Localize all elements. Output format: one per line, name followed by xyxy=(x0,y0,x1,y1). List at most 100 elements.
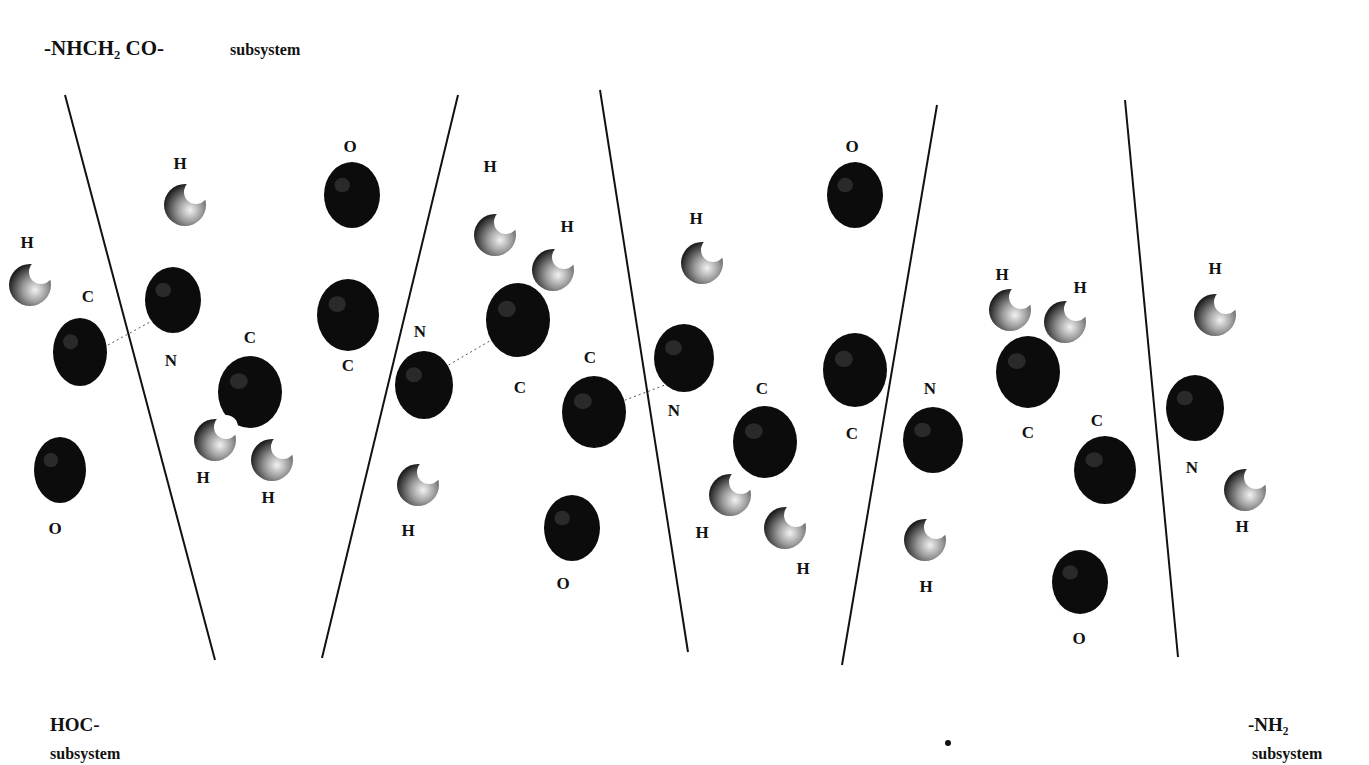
atom-sphere xyxy=(145,267,201,333)
atom-label: O xyxy=(845,138,858,155)
atom-label: C xyxy=(846,425,858,442)
atom-shade xyxy=(554,511,570,526)
atom-shade xyxy=(334,178,350,193)
atom-shade xyxy=(574,393,592,409)
atom-label: C xyxy=(342,357,354,374)
subsystem-label: subsystem xyxy=(230,42,300,58)
atom-label: H xyxy=(1208,260,1221,277)
hydrogen-sphere xyxy=(1194,290,1238,336)
atom-sphere xyxy=(654,324,714,392)
atom-shade xyxy=(745,423,763,439)
atom-sphere xyxy=(53,318,107,386)
atom-label: O xyxy=(48,520,61,537)
atom-label: N xyxy=(924,380,936,397)
hydrogen-notch xyxy=(417,460,441,484)
atom-label: C xyxy=(82,288,94,305)
atom-label: H xyxy=(401,522,414,539)
atom-body xyxy=(145,267,201,333)
atom-body xyxy=(823,333,887,407)
atom-label: O xyxy=(1072,630,1085,647)
atom-shade xyxy=(1085,452,1102,467)
atom-body xyxy=(1074,436,1136,504)
hydrogen-notch xyxy=(784,503,808,527)
atom-body xyxy=(903,407,963,473)
atom-label: O xyxy=(343,138,356,155)
hydrogen-sphere xyxy=(1044,297,1088,343)
atom-sphere xyxy=(903,407,963,473)
atom-body xyxy=(317,279,379,351)
hydrogen-notch xyxy=(729,470,753,494)
atom-sphere xyxy=(544,495,600,561)
atom-label: N xyxy=(414,323,426,340)
hydrogen-sphere xyxy=(9,260,53,306)
hydrogen-notch xyxy=(184,180,208,204)
atom-sphere xyxy=(1052,550,1108,614)
atom-shade xyxy=(406,367,422,382)
subsystem-label: subsystem xyxy=(1252,746,1322,762)
atom-sphere xyxy=(1074,436,1136,504)
atom-label: H xyxy=(995,266,1008,283)
subsystem-label: -NHCH₂ CO- xyxy=(44,38,164,59)
atom-label: C xyxy=(1022,424,1034,441)
atom-label: H xyxy=(560,218,573,235)
atom-label: H xyxy=(1073,279,1086,296)
atom-label: H xyxy=(20,234,33,251)
atom-label: H xyxy=(1235,518,1248,535)
atom-sphere xyxy=(996,336,1060,408)
atom-shade xyxy=(155,283,171,298)
atom-body xyxy=(53,318,107,386)
atom-sphere xyxy=(34,437,86,503)
hydrogen-notch xyxy=(1064,297,1088,321)
atom-label: H xyxy=(796,560,809,577)
atom-label: C xyxy=(584,349,596,366)
hydrogen-notch xyxy=(271,435,295,459)
atom-shade xyxy=(835,351,853,367)
atom-shade xyxy=(328,296,345,312)
hydrogen-sphere xyxy=(989,285,1033,331)
atom-body xyxy=(562,376,626,448)
atom-shade xyxy=(1177,391,1193,406)
atom-shade xyxy=(837,178,853,193)
hydrogen-sphere xyxy=(251,435,295,481)
hydrogen-sphere xyxy=(397,460,441,506)
atom-shade xyxy=(63,334,78,349)
heavy-atoms xyxy=(34,162,1224,614)
atom-label: C xyxy=(1091,412,1103,429)
hydrogen-sphere xyxy=(532,245,576,291)
subsystem-label: -NH₂ xyxy=(1248,715,1289,734)
hydrogen-notch xyxy=(1244,465,1268,489)
partition-lines xyxy=(65,90,1178,665)
atom-sphere xyxy=(733,406,797,478)
hydrogen-notch xyxy=(552,245,576,269)
atom-label: N xyxy=(668,402,680,419)
hydrogen-notch xyxy=(1009,285,1033,309)
atom-label: H xyxy=(173,155,186,172)
hydrogen-sphere xyxy=(681,238,725,284)
atom-shade xyxy=(230,373,248,389)
atom-body xyxy=(324,162,380,228)
atom-shade xyxy=(1062,565,1078,579)
atom-sphere xyxy=(823,333,887,407)
atom-body xyxy=(34,437,86,503)
atom-sphere xyxy=(486,283,550,357)
atom-label: H xyxy=(483,158,496,175)
atom-label: H xyxy=(695,524,708,541)
atom-sphere xyxy=(827,162,883,228)
atom-label: C xyxy=(514,379,526,396)
atom-body xyxy=(486,283,550,357)
atom-label: H xyxy=(689,210,702,227)
atom-label: N xyxy=(165,352,177,369)
atom-shade xyxy=(665,340,682,355)
hydrogen-sphere xyxy=(904,515,948,561)
atom-body xyxy=(544,495,600,561)
atom-shade xyxy=(44,453,59,468)
atom-body xyxy=(827,162,883,228)
atom-label: N xyxy=(1186,459,1198,476)
hydrogen-sphere xyxy=(709,470,753,516)
atom-label: C xyxy=(756,380,768,397)
hydrogen-notch xyxy=(924,515,948,539)
hydrogen-sphere xyxy=(474,210,518,256)
atom-shade xyxy=(498,301,516,317)
